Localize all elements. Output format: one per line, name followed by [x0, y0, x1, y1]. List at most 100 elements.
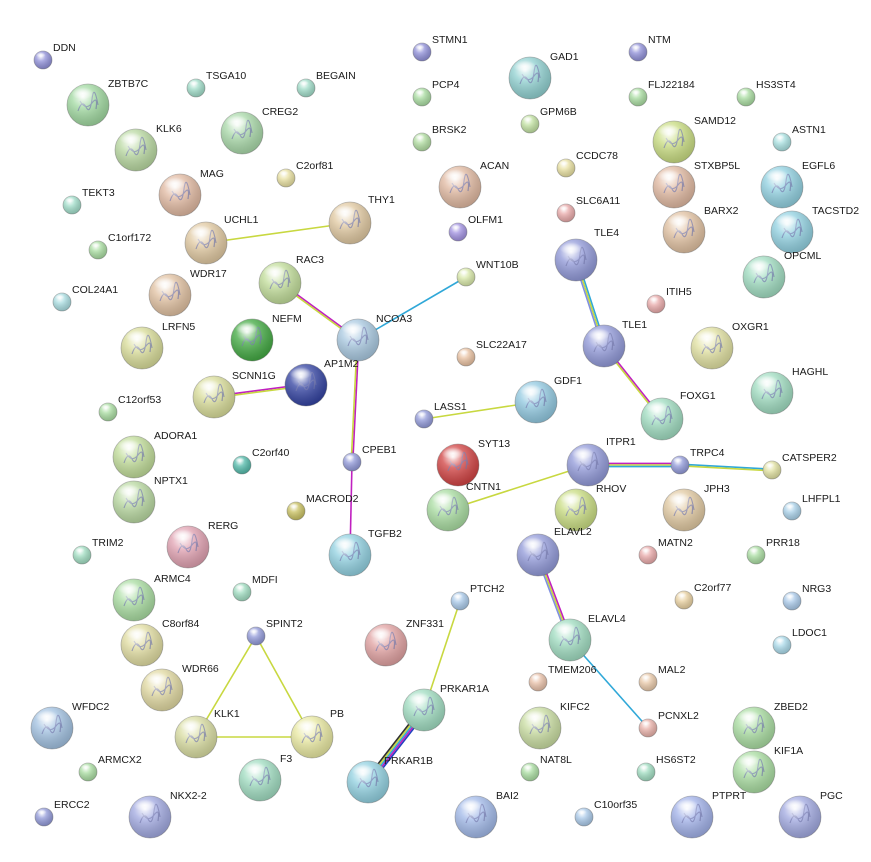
node-bai2[interactable]: BAI2 — [454, 790, 519, 839]
node-ncoa3[interactable]: NCOA3 — [336, 313, 412, 362]
node-macrod2[interactable]: MACROD2 — [286, 493, 359, 521]
node-gad1[interactable]: GAD1 — [508, 51, 579, 100]
node-c2orf81[interactable]: C2orf81 — [276, 160, 334, 188]
node-brsk2[interactable]: BRSK2 — [412, 124, 467, 152]
node-foxg1[interactable]: FOXG1 — [640, 390, 716, 441]
node-ccdc78[interactable]: CCDC78 — [556, 150, 618, 178]
node-mal2[interactable]: MAL2 — [638, 664, 686, 692]
node-gpm6b[interactable]: GPM6B — [520, 106, 577, 134]
node-c8orf84[interactable]: C8orf84 — [120, 618, 200, 667]
node-c12orf53[interactable]: C12orf53 — [98, 394, 161, 422]
node-rac3[interactable]: RAC3 — [258, 254, 324, 305]
node-mdfi[interactable]: MDFI — [232, 574, 278, 602]
node-kif1a[interactable]: KIF1A — [732, 745, 803, 794]
node-c1orf172[interactable]: C1orf172 — [88, 232, 151, 260]
node-lhfpl1[interactable]: LHFPL1 — [782, 493, 841, 521]
node-elavl4[interactable]: ELAVL4 — [548, 613, 626, 662]
node-nrg3[interactable]: NRG3 — [782, 583, 831, 611]
node-astn1[interactable]: ASTN1 — [772, 124, 826, 152]
node-slc6a11[interactable]: SLC6A11 — [556, 195, 620, 223]
node-nefm[interactable]: NEFM — [230, 313, 302, 362]
node-rhov[interactable]: RHOV — [554, 483, 626, 532]
node-prkar1a[interactable]: PRKAR1A — [402, 683, 489, 732]
node-stmn1[interactable]: STMN1 — [412, 34, 468, 62]
node-pgc[interactable]: PGC — [778, 790, 843, 839]
node-itpr1[interactable]: ITPR1 — [566, 436, 636, 487]
node-barx2[interactable]: BARX2 — [662, 205, 739, 254]
node-hs3st4[interactable]: HS3ST4 — [736, 79, 796, 107]
node-rerg[interactable]: RERG — [166, 520, 238, 569]
node-gdf1[interactable]: GDF1 — [514, 375, 582, 424]
node-scnn1g[interactable]: SCNN1G — [192, 370, 276, 419]
node-egfl6[interactable]: EGFL6 — [760, 160, 835, 209]
node-begain[interactable]: BEGAIN — [296, 70, 356, 98]
node-prr18[interactable]: PRR18 — [746, 537, 800, 565]
node-matn2[interactable]: MATN2 — [638, 537, 693, 565]
node-ptprt[interactable]: PTPRT — [670, 790, 747, 839]
edge-trpc4-catsper2[interactable] — [679, 463, 773, 472]
node-ercc2[interactable]: ERCC2 — [34, 799, 90, 827]
node-cpeb1[interactable]: CPEB1 — [342, 444, 397, 472]
node-flj22184[interactable]: FLJ22184 — [628, 79, 695, 107]
node-stxbp5l[interactable]: STXBP5L — [652, 160, 740, 209]
node-haghl[interactable]: HAGHL — [750, 366, 828, 415]
node-thy1[interactable]: THY1 — [328, 194, 395, 245]
node-opcml[interactable]: OPCML — [742, 250, 822, 299]
node-c2orf40[interactable]: C2orf40 — [232, 447, 290, 475]
node-nkx2-2[interactable]: NKX2-2 — [128, 790, 207, 839]
node-armc4[interactable]: ARMC4 — [112, 573, 191, 622]
node-klk1[interactable]: KLK1 — [174, 708, 240, 759]
node-creg2[interactable]: CREG2 — [220, 106, 298, 155]
node-ntm[interactable]: NTM — [628, 34, 671, 62]
node-pcp4[interactable]: PCP4 — [412, 79, 460, 107]
node-slc22a17[interactable]: SLC22A17 — [456, 339, 527, 367]
node-cntn1[interactable]: CNTN1 — [426, 481, 501, 532]
node-trpc4[interactable]: TRPC4 — [670, 447, 725, 475]
node-jph3[interactable]: JPH3 — [662, 483, 730, 532]
edge-itpr1-cntn1[interactable] — [447, 464, 589, 511]
node-tle4[interactable]: TLE4 — [554, 227, 619, 282]
node-uchl1[interactable]: UCHL1 — [184, 214, 259, 265]
node-lass1[interactable]: LASS1 — [414, 401, 467, 429]
node-col24a1[interactable]: COL24A1 — [52, 284, 118, 312]
edge-uchl1-thy1[interactable] — [205, 222, 351, 244]
node-itih5[interactable]: ITIH5 — [646, 286, 692, 314]
node-wdr66[interactable]: WDR66 — [140, 663, 219, 712]
node-zbed2[interactable]: ZBED2 — [732, 701, 808, 750]
node-prkar1b[interactable]: PRKAR1B — [346, 755, 433, 804]
node-wdr17[interactable]: WDR17 — [148, 268, 227, 317]
node-wfdc2[interactable]: WFDC2 — [30, 701, 109, 750]
node-tgfb2[interactable]: TGFB2 — [328, 528, 402, 577]
node-klk6[interactable]: KLK6 — [114, 123, 182, 172]
node-pb[interactable]: PB — [290, 708, 344, 759]
node-zbtb7c[interactable]: ZBTB7C — [66, 78, 149, 127]
node-trim2[interactable]: TRIM2 — [72, 537, 124, 565]
node-tsga10[interactable]: TSGA10 — [186, 70, 246, 98]
node-tle1[interactable]: TLE1 — [582, 319, 647, 368]
node-spint2[interactable]: SPINT2 — [246, 618, 303, 646]
node-znf331[interactable]: ZNF331 — [364, 618, 444, 667]
node-pcnxl2[interactable]: PCNXL2 — [638, 710, 699, 738]
node-nat8l[interactable]: NAT8L — [520, 754, 572, 782]
node-ldoc1[interactable]: LDOC1 — [772, 627, 827, 655]
node-ap1m2[interactable]: AP1M2 — [284, 358, 359, 407]
node-ptch2[interactable]: PTCH2 — [450, 583, 505, 611]
node-c2orf77[interactable]: C2orf77 — [674, 582, 732, 610]
node-hs6st2[interactable]: HS6ST2 — [636, 754, 696, 782]
node-c10orf35[interactable]: C10orf35 — [574, 799, 637, 827]
node-wnt10b[interactable]: WNT10B — [456, 259, 519, 287]
node-samd12[interactable]: SAMD12 — [652, 115, 736, 164]
node-oxgr1[interactable]: OXGR1 — [690, 321, 769, 370]
node-nptx1[interactable]: NPTX1 — [112, 475, 188, 524]
node-elavl2[interactable]: ELAVL2 — [516, 526, 592, 577]
node-f3[interactable]: F3 — [238, 753, 292, 802]
node-syt13[interactable]: SYT13 — [436, 438, 510, 487]
node-olfm1[interactable]: OLFM1 — [448, 214, 503, 242]
node-tmem206[interactable]: TMEM206 — [528, 664, 597, 692]
node-kifc2[interactable]: KIFC2 — [518, 701, 590, 750]
node-adora1[interactable]: ADORA1 — [112, 430, 197, 479]
node-tekt3[interactable]: TEKT3 — [62, 187, 115, 215]
node-armcx2[interactable]: ARMCX2 — [78, 754, 142, 782]
node-catsper2[interactable]: CATSPER2 — [762, 452, 837, 480]
node-mag[interactable]: MAG — [158, 168, 224, 217]
